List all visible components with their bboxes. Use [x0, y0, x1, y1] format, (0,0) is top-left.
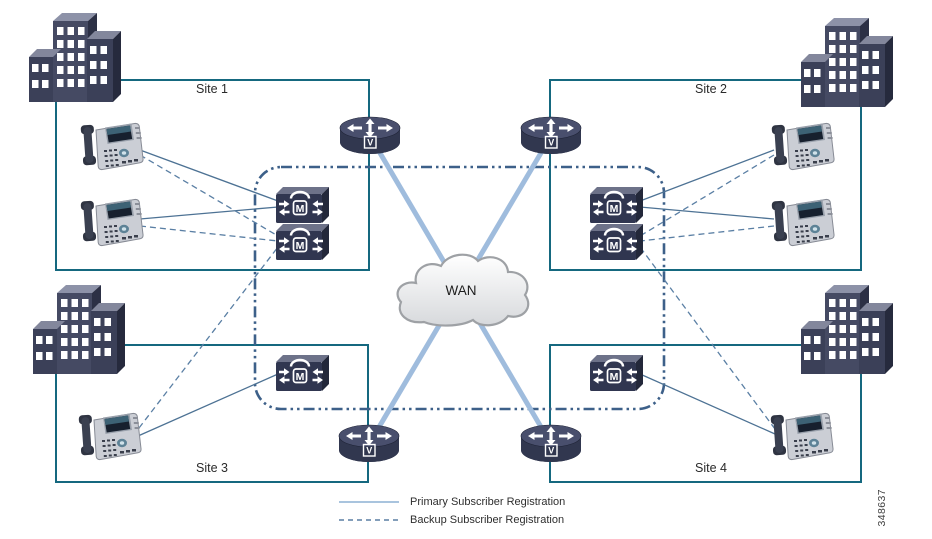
cucm-server-icon-site2-b — [588, 222, 645, 262]
wan-cloud: WAN — [396, 253, 530, 327]
cucm-server-icon-site2-a — [588, 185, 645, 225]
site-2-box — [549, 79, 862, 271]
site-1-label: Site 1 — [196, 82, 228, 96]
legend-label-backup: Backup Subscriber Registration — [410, 514, 565, 526]
ip-phone-icon-site2-a — [771, 122, 835, 171]
building-icon-site4 — [801, 285, 893, 374]
voice-router-icon-site1 — [339, 116, 401, 155]
backup-registration-links — [138, 154, 776, 430]
figure-number: 348637 — [876, 489, 888, 527]
legend-item-backup: Backup Subscriber Registration — [338, 512, 565, 528]
site-2-label: Site 2 — [695, 82, 727, 96]
ip-phone-icon-site1-a — [80, 122, 144, 171]
legend-label-primary: Primary Subscriber Registration — [410, 496, 566, 508]
ip-phone-icon-site2-b — [771, 198, 835, 247]
site-3-label: Site 3 — [196, 461, 228, 475]
cucm-server-icon-site4 — [588, 353, 645, 393]
solid-line-sample — [339, 501, 399, 503]
site-4-box — [549, 344, 862, 483]
building-icon-site1 — [29, 13, 121, 102]
legend: Primary Subscriber Registration Backup S… — [338, 494, 565, 530]
primary-registration-links — [137, 149, 776, 437]
cucm-server-icon-site3 — [274, 353, 331, 393]
ip-phone-icon-site1-b — [80, 198, 144, 247]
cucm-server-icon-site1-a — [274, 185, 331, 225]
voice-router-icon-site3 — [338, 424, 400, 463]
site-3-box — [55, 344, 369, 483]
voice-router-icon-site2 — [520, 116, 582, 155]
site-4-label: Site 4 — [695, 461, 727, 475]
cucm-server-icon-site1-b — [274, 222, 331, 262]
ip-phone-icon-site3 — [78, 412, 142, 461]
dashed-line-sample — [339, 519, 399, 521]
cucm-cluster-boundary — [253, 165, 666, 411]
building-icon-site3 — [33, 285, 125, 374]
building-icon-site2 — [801, 18, 893, 107]
wan-label: WAN — [446, 283, 477, 298]
legend-item-primary: Primary Subscriber Registration — [338, 494, 565, 510]
ip-phone-icon-site4 — [770, 412, 834, 461]
site-1-box — [55, 79, 370, 271]
voice-router-icon-site4 — [520, 424, 582, 463]
